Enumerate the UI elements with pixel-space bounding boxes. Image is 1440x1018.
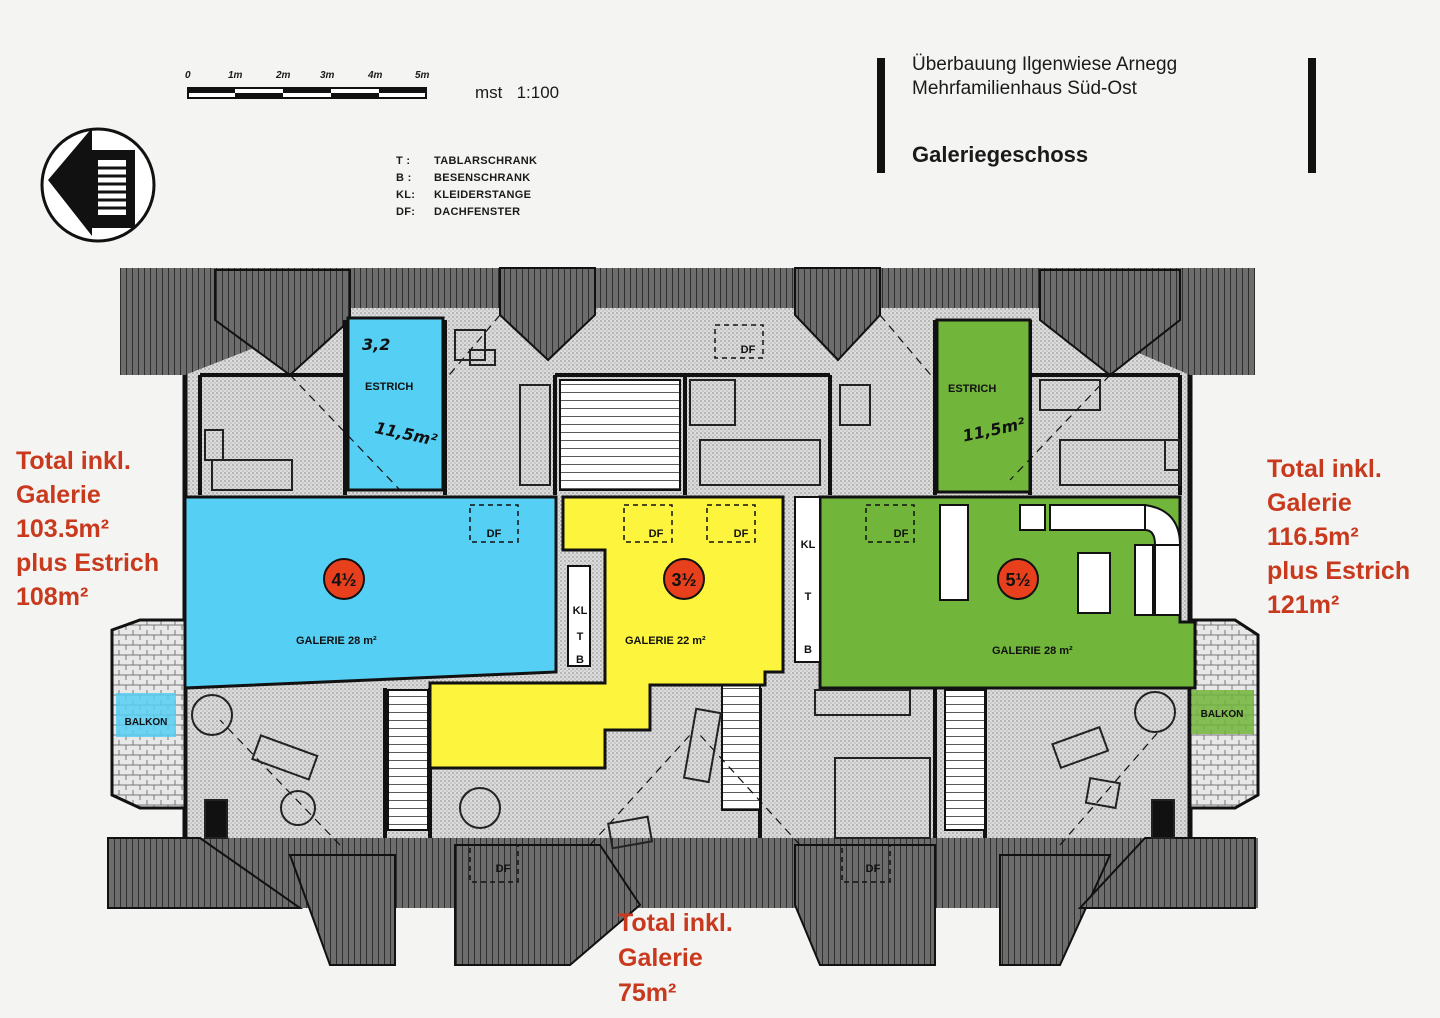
df-label-6: DF — [496, 863, 511, 875]
unit-badge-5-5 — [997, 558, 1039, 600]
scale-tick-0: 0 — [185, 70, 191, 81]
scale-tick-1m: 1m — [228, 70, 243, 81]
furniture-upper — [204, 329, 1181, 491]
roof-top — [120, 267, 1255, 377]
balkon-label-right: BALKON — [1201, 709, 1244, 720]
total-bottom: Total inkl. Galerie 75m² — [618, 906, 733, 1011]
legend-text: DACHFENSTER — [434, 206, 521, 218]
estrich-number: 3,2 — [362, 335, 390, 354]
title-block: Überbauung Ilgenwiese Arnegg Mehrfamilie… — [912, 53, 1177, 167]
total-left: Total inkl. Galerie 103.5m² plus Estrich… — [16, 444, 159, 614]
total-bottom-line: Total inkl. — [618, 909, 733, 937]
b-label-right: B — [804, 644, 812, 656]
total-left-line: plus Estrich — [16, 549, 160, 577]
galerie-label-5-5: GALERIE 28 m² — [992, 645, 1073, 657]
total-left-line: 108m² — [16, 583, 89, 611]
kl-label-right: KL — [801, 539, 816, 551]
df-label-1: DF — [487, 528, 502, 540]
scale-value: 1:100 — [516, 83, 560, 102]
title-bar-left — [877, 58, 885, 173]
df-label-4: DF — [894, 528, 909, 540]
legend-key: T : — [396, 155, 411, 167]
b-label-left: B — [576, 654, 584, 666]
estrich-label-green: ESTRICH — [948, 383, 996, 395]
scale-ratio: mst 1:100 — [475, 83, 559, 103]
legend-item: KL: KLEIDERSTANGE — [396, 187, 537, 204]
total-left-line: Galerie — [16, 481, 101, 509]
scale-tick-5m: 5m — [415, 70, 430, 81]
scale-bar — [187, 87, 427, 99]
legend-text: KLEIDERSTANGE — [434, 189, 532, 201]
legend-key: DF: — [396, 206, 416, 218]
total-right-line: Galerie — [1267, 489, 1352, 517]
estrich-label-blue: ESTRICH — [365, 381, 413, 393]
kl-label-left: KL — [573, 605, 588, 617]
legend-item: DF: DACHFENSTER — [396, 204, 537, 221]
unit-badge-4-5 — [323, 558, 365, 600]
unit-label-3-5: 3½ — [671, 570, 696, 590]
galerie-label-3-5: GALERIE 22 m² — [625, 635, 706, 647]
df-label-2: DF — [649, 528, 664, 540]
total-left-line: 103.5m² — [16, 515, 110, 543]
legend: T : TABLARSCHRANK B : BESENSCHRANK KL: KLEI… — [396, 153, 537, 221]
unit-label-4-5: 4½ — [331, 570, 356, 590]
legend-item: B : BESENSCHRANK — [396, 170, 537, 187]
legend-key: KL: — [396, 189, 416, 201]
scale-tick-3m: 3m — [320, 70, 335, 81]
dachfenster-markers — [469, 324, 915, 883]
estrich-blue — [346, 316, 445, 492]
total-right-line: 116.5m² — [1267, 523, 1359, 551]
estrich-green — [935, 318, 1032, 494]
total-bottom-line: Galerie — [618, 944, 703, 972]
df-label-7: DF — [866, 863, 881, 875]
unit-label-5-5: 5½ — [1005, 570, 1030, 590]
total-left-line: Total inkl. — [16, 447, 131, 475]
t-label-right: T — [805, 591, 812, 603]
unit-badge-3-5 — [663, 558, 705, 600]
closet-column — [567, 496, 821, 667]
unit-area-4-5 — [183, 495, 558, 690]
roof-ridge-lines — [219, 314, 1161, 846]
galerie-label-4-5: GALERIE 28 m² — [296, 635, 377, 647]
total-right: Total inkl. Galerie 116.5m² plus Estrich… — [1267, 452, 1410, 622]
furniture-lower — [191, 689, 1176, 850]
scale-label: mst — [475, 83, 503, 102]
sofa-set — [939, 503, 1182, 616]
project-title: Überbauung Ilgenwiese Arnegg — [912, 54, 1178, 75]
balconies — [110, 618, 1260, 810]
legend-item: T : TABLARSCHRANK — [396, 153, 537, 170]
legend-text: BESENSCHRANK — [434, 172, 531, 184]
t-label-left: T — [577, 631, 584, 643]
df-label-5: DF — [741, 344, 756, 356]
title-bar-right — [1308, 58, 1316, 173]
total-bottom-line: 75m² — [618, 979, 677, 1007]
balkon-label-left: BALKON — [125, 717, 168, 728]
scale-tick-4m: 4m — [368, 70, 383, 81]
legend-key: B : — [396, 172, 412, 184]
scale-tick-2m: 2m — [276, 70, 291, 81]
unit-badges — [323, 558, 1039, 600]
north-arrow-icon — [40, 127, 156, 243]
df-label-3: DF — [734, 528, 749, 540]
floor-title: Galeriegeschoss — [912, 142, 1089, 167]
total-right-line: 121m² — [1267, 591, 1340, 619]
building-title: Mehrfamilienhaus Süd-Ost — [912, 78, 1137, 99]
total-right-line: Total inkl. — [1267, 455, 1382, 483]
legend-text: TABLARSCHRANK — [434, 155, 538, 167]
roof-bottom — [107, 837, 1258, 966]
total-right-line: plus Estrich — [1267, 557, 1411, 585]
